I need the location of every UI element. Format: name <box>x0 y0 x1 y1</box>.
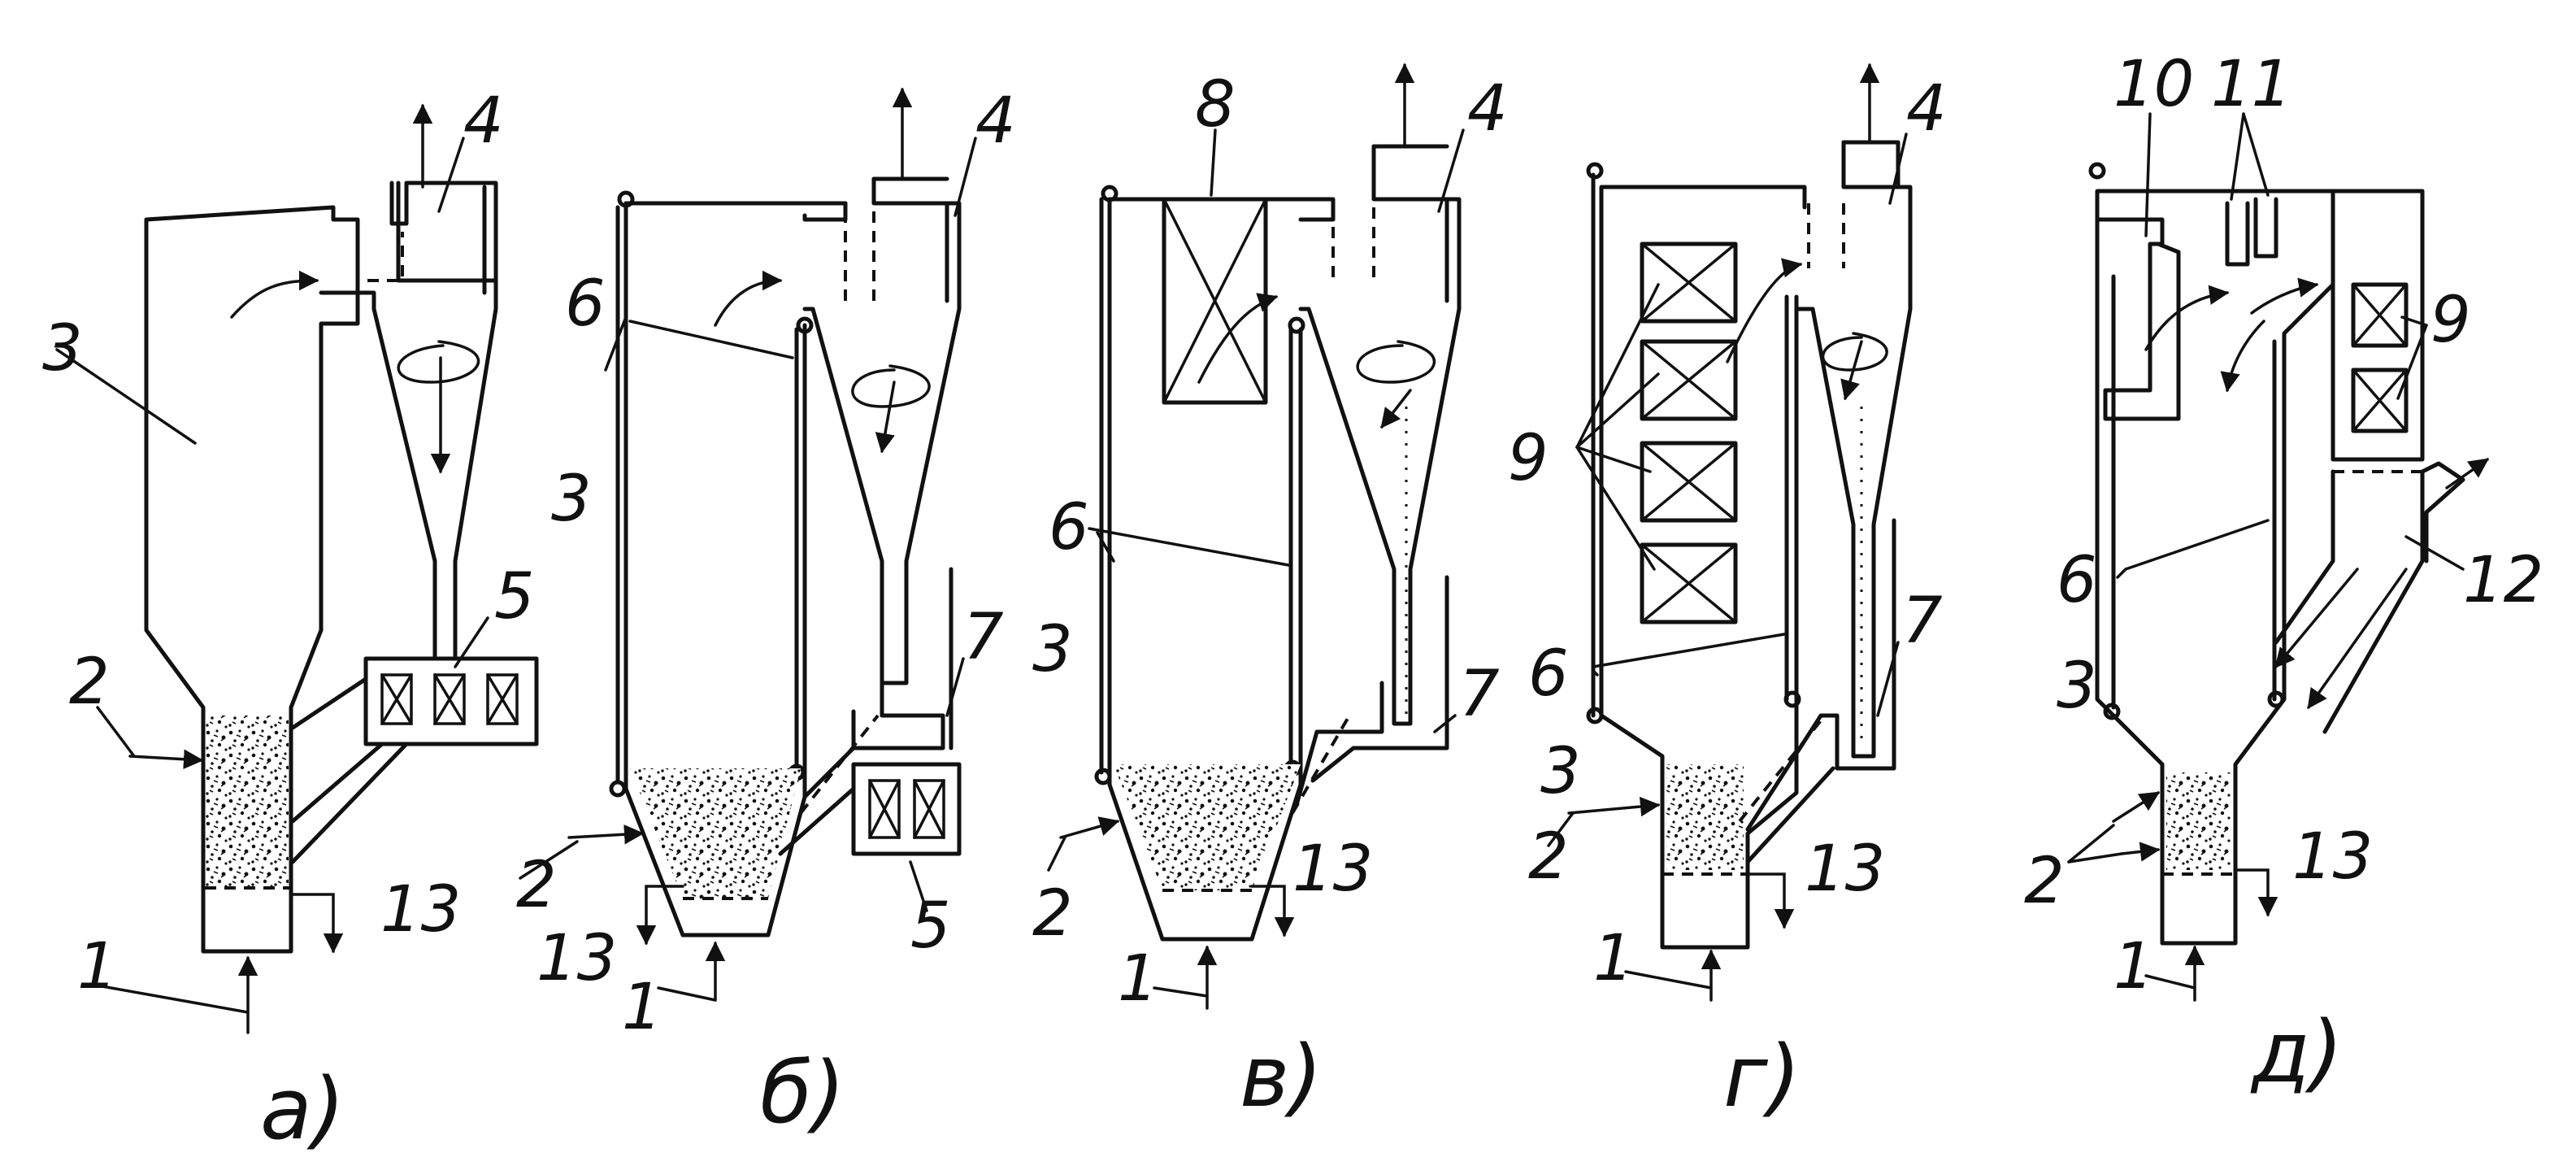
label-2: 2 <box>1032 877 1073 951</box>
label-1: 1 <box>622 971 662 1044</box>
label-6: 6 <box>1049 491 1089 564</box>
label-12: 12 <box>2463 544 2543 617</box>
label-9: 9 <box>1508 422 1549 495</box>
label-2: 2 <box>516 849 557 922</box>
label-4: 4 <box>463 85 504 158</box>
label-4: 4 <box>1906 72 1947 146</box>
caption-g: г) <box>1723 1027 1801 1126</box>
caption-a: а) <box>260 1059 345 1159</box>
label-1: 1 <box>2113 930 2154 1003</box>
label-3: 3 <box>1540 735 1581 808</box>
label-3: 3 <box>551 463 592 536</box>
label-5: 5 <box>910 890 951 963</box>
label-4: 4 <box>1467 72 1508 146</box>
label-8: 8 <box>1195 68 1236 141</box>
panel-a: 3 2 4 5 13 1 а) <box>42 85 539 1159</box>
fluidized-bed <box>630 768 801 898</box>
label-6: 6 <box>565 268 606 341</box>
label-2: 2 <box>2024 845 2065 918</box>
label-13: 13 <box>2292 820 2373 894</box>
separator-10 <box>2095 217 2181 421</box>
label-11: 11 <box>2211 48 2291 121</box>
caption-b: б) <box>760 1043 845 1142</box>
caption-v: в) <box>1240 1027 1323 1126</box>
return-legs <box>290 677 409 864</box>
label-13: 13 <box>1805 833 1885 906</box>
fluidized-bed <box>2166 772 2231 870</box>
panel-b: 6 3 4 7 5 2 13 1 б) <box>516 85 1016 1142</box>
label-4: 4 <box>975 85 1016 158</box>
fluidized-bed <box>1666 764 1744 870</box>
panel-g: 9 4 6 3 7 2 13 1 г) <box>1508 63 1947 1126</box>
panel-v: 8 4 6 3 7 2 13 1 в) <box>1032 63 1508 1126</box>
label-3: 3 <box>2057 650 2097 723</box>
label-1: 1 <box>77 930 118 1003</box>
label-10: 10 <box>2113 48 2194 121</box>
label-7: 7 <box>1902 585 1943 658</box>
label-13: 13 <box>380 873 461 946</box>
label-2: 2 <box>1528 820 1569 894</box>
furnace <box>144 205 360 954</box>
label-3: 3 <box>42 312 83 385</box>
swirl <box>397 340 480 384</box>
fluidized-bed <box>206 716 289 888</box>
label-5: 5 <box>494 560 535 633</box>
label-6: 6 <box>1528 637 1569 711</box>
nozzles-11 <box>2225 197 2278 267</box>
heating-surfaces-9 <box>1640 241 1738 624</box>
caption-d: д) <box>2250 1003 2343 1102</box>
fluidized-bed <box>1114 764 1301 890</box>
label-2: 2 <box>69 646 110 719</box>
label-9: 9 <box>2430 284 2471 357</box>
label-1: 1 <box>1593 922 1634 995</box>
gas-duct <box>356 232 404 282</box>
cyclone <box>319 181 498 661</box>
label-1: 1 <box>1118 942 1158 1016</box>
label-6: 6 <box>2057 544 2097 617</box>
heat-exchanger <box>363 656 539 746</box>
label-7: 7 <box>963 601 1004 674</box>
panel-d: 10 11 9 6 12 3 2 13 1 д) <box>2024 48 2543 1102</box>
label-3: 3 <box>1032 613 1073 686</box>
label-7: 7 <box>1459 658 1500 731</box>
label-13: 13 <box>536 922 617 995</box>
label-13: 13 <box>1292 833 1373 906</box>
